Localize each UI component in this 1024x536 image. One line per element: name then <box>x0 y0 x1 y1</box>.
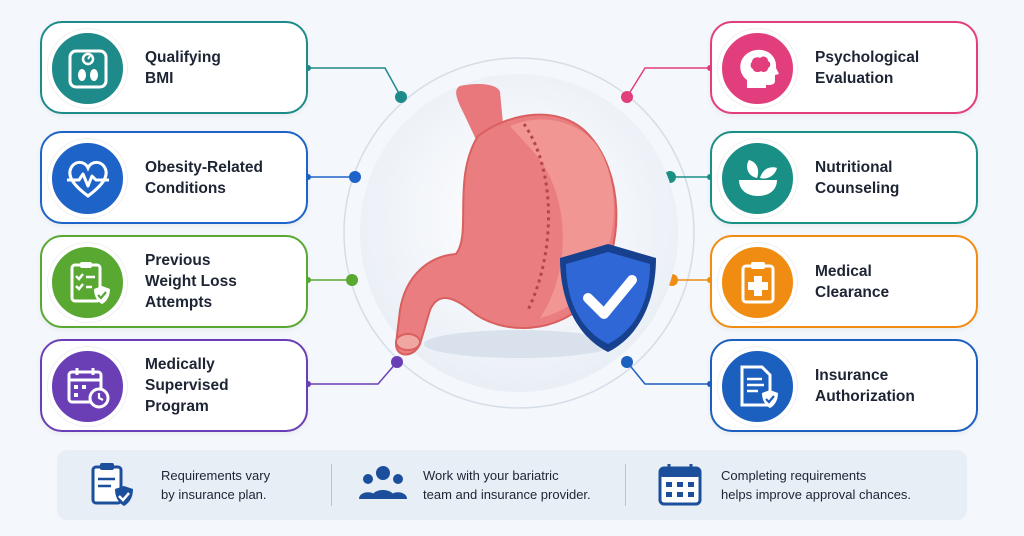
card-label: Previous Weight Loss Attempts <box>145 252 237 311</box>
tip-bariatric-team: Work with your bariatric team and insura… <box>357 450 591 520</box>
bowl-leaf-icon <box>718 139 797 218</box>
card-medically-supervised-program: Medically Supervised Program <box>40 339 308 432</box>
card-insurance-authorization: Insurance Authorization <box>710 339 978 432</box>
divider <box>331 464 332 506</box>
team-icon <box>359 466 407 499</box>
brain-head-icon <box>718 29 797 108</box>
tip-insurance-plan: Requirements vary by insurance plan. <box>87 450 270 520</box>
card-label: Obesity-Related Conditions <box>145 158 264 197</box>
tip-text: Work with your bariatric team and insura… <box>423 468 591 502</box>
card-previous-weight-loss-attempts: Previous Weight Loss Attempts <box>40 235 308 328</box>
center-circle <box>360 74 678 392</box>
divider <box>625 464 626 506</box>
scale-icon <box>48 29 127 108</box>
card-medical-clearance: Medical Clearance <box>710 235 978 328</box>
card-nutritional-counseling: Nutritional Counseling <box>710 131 978 224</box>
calendar-grid-icon <box>658 464 702 506</box>
checklist-shield-icon <box>48 243 127 322</box>
card-label: Insurance Authorization <box>815 366 915 405</box>
card-label: Qualifying BMI <box>145 48 221 87</box>
tip-text: Completing requirements helps improve ap… <box>721 468 912 502</box>
card-label: Psychological Evaluation <box>815 48 920 87</box>
stomach-shield-icon <box>394 84 656 358</box>
calendar-clock-icon <box>48 347 127 426</box>
card-label: Nutritional Counseling <box>815 158 900 197</box>
connector-left-3 <box>305 274 358 286</box>
connector-left-1 <box>305 65 407 103</box>
clipboard-shield-icon <box>91 463 133 506</box>
bottom-info-bar: Requirements vary by insurance plan. Wor… <box>57 450 967 520</box>
tip-approval-chances: Completing requirements helps improve ap… <box>655 450 911 520</box>
card-qualifying-bmi: Qualifying BMI <box>40 21 308 114</box>
card-psychological-evaluation: Psychological Evaluation <box>710 21 978 114</box>
connector-left-2 <box>305 171 361 183</box>
card-label: Medically Supervised Program <box>145 356 229 415</box>
tip-text: Requirements vary by insurance plan. <box>161 468 271 502</box>
heart-pulse-icon <box>48 139 127 218</box>
clipboard-cross-icon <box>718 243 797 322</box>
card-obesity-related-conditions: Obesity-Related Conditions <box>40 131 308 224</box>
card-label: Medical Clearance <box>815 262 890 301</box>
document-shield-icon <box>718 347 797 426</box>
